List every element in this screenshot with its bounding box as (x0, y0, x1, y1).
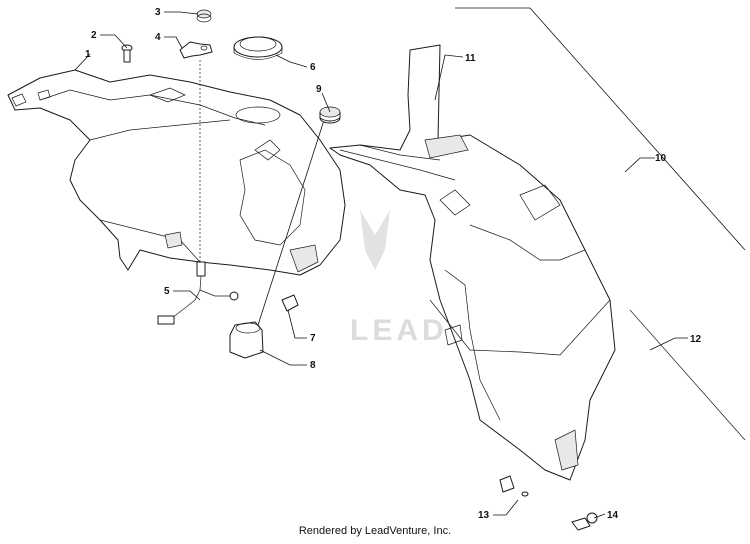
callout-7: 7 (310, 333, 316, 344)
callout-8: 8 (310, 360, 316, 371)
callout-2: 2 (91, 30, 97, 41)
bracket-part (179, 41, 213, 59)
callout-labels: 1 2 3 4 5 6 7 8 9 10 11 12 13 14 (85, 7, 702, 521)
callout-14: 14 (607, 510, 619, 521)
front-console-part (7, 69, 346, 276)
grommet-part (196, 9, 212, 23)
callout-13: 13 (478, 510, 490, 521)
bracket-10-line (455, 7, 746, 251)
panel-12-part (629, 309, 746, 441)
footer-credit: Rendered by LeadVenture, Inc. (298, 525, 452, 537)
clip-part (281, 294, 299, 312)
clip-13-part (499, 475, 529, 497)
callout-10: 10 (655, 153, 667, 164)
callout-4: 4 (155, 32, 161, 43)
callout-11: 11 (465, 53, 476, 64)
leader-lines (74, 11, 688, 519)
callout-5: 5 (164, 286, 170, 297)
switch-part (229, 113, 327, 359)
cable-part (157, 261, 239, 325)
callout-3: 3 (155, 7, 161, 18)
side-panel-part (329, 44, 616, 481)
callout-12: 12 (690, 334, 702, 345)
callout-6: 6 (310, 62, 316, 73)
fastener-14-part (571, 512, 598, 531)
callout-1: 1 (85, 49, 91, 60)
ring-part (233, 36, 283, 60)
cap-part (319, 106, 341, 124)
callout-9: 9 (316, 84, 322, 95)
